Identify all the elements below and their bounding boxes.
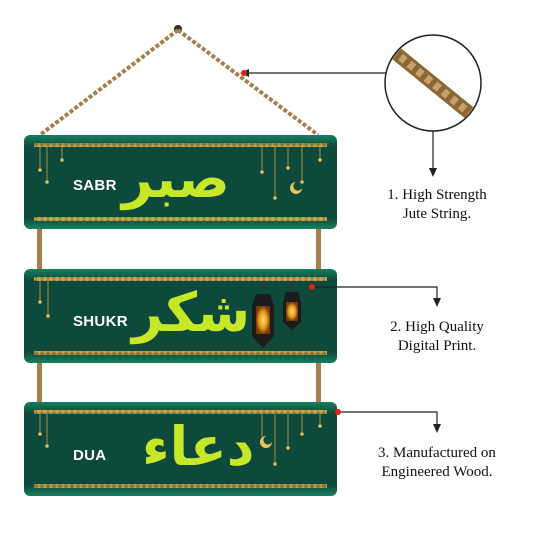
arrow-down-icon — [433, 424, 441, 433]
feature-jute-string: 1. High Strength Jute String. — [352, 186, 522, 224]
lantern-icon — [283, 281, 301, 330]
feature-line: 3. Manufactured on — [378, 445, 496, 461]
plank-shukr — [24, 269, 337, 363]
plank-dua — [24, 402, 337, 496]
crescent-moon-icon — [260, 182, 302, 448]
feature-engineered-wood: 3. Manufactured on Engineered Wood. — [352, 444, 522, 482]
callout-dot — [309, 284, 315, 290]
feature-line: 2. High Quality — [390, 319, 484, 335]
plank-sabr — [24, 135, 337, 229]
jute-string — [37, 25, 321, 404]
feature-line: Digital Print. — [397, 338, 477, 354]
plank-label-dua: DUA — [73, 447, 107, 464]
feature-line: Engineered Wood. — [381, 464, 493, 480]
callout-dot — [335, 409, 341, 415]
calligraphy-sabr: صبر — [122, 147, 230, 210]
arrow-down-icon — [433, 298, 441, 307]
feature-digital-print: 2. High Quality Digital Print. — [352, 318, 522, 356]
plank-label-sabr: SABR — [73, 177, 117, 194]
calligraphy-shukr: شكر — [132, 281, 251, 344]
callout-lines — [245, 72, 438, 426]
lantern-icon — [252, 281, 274, 348]
calligraphy-dua: دعاء — [142, 415, 255, 478]
callout-dot — [241, 70, 247, 76]
arrow-down-icon — [429, 168, 437, 177]
plank-label-shukr: SHUKR — [73, 313, 128, 330]
feature-line: Jute String. — [402, 206, 472, 222]
jute-string-closeup — [384, 34, 482, 132]
feature-line: 1. High Strength — [387, 187, 487, 203]
